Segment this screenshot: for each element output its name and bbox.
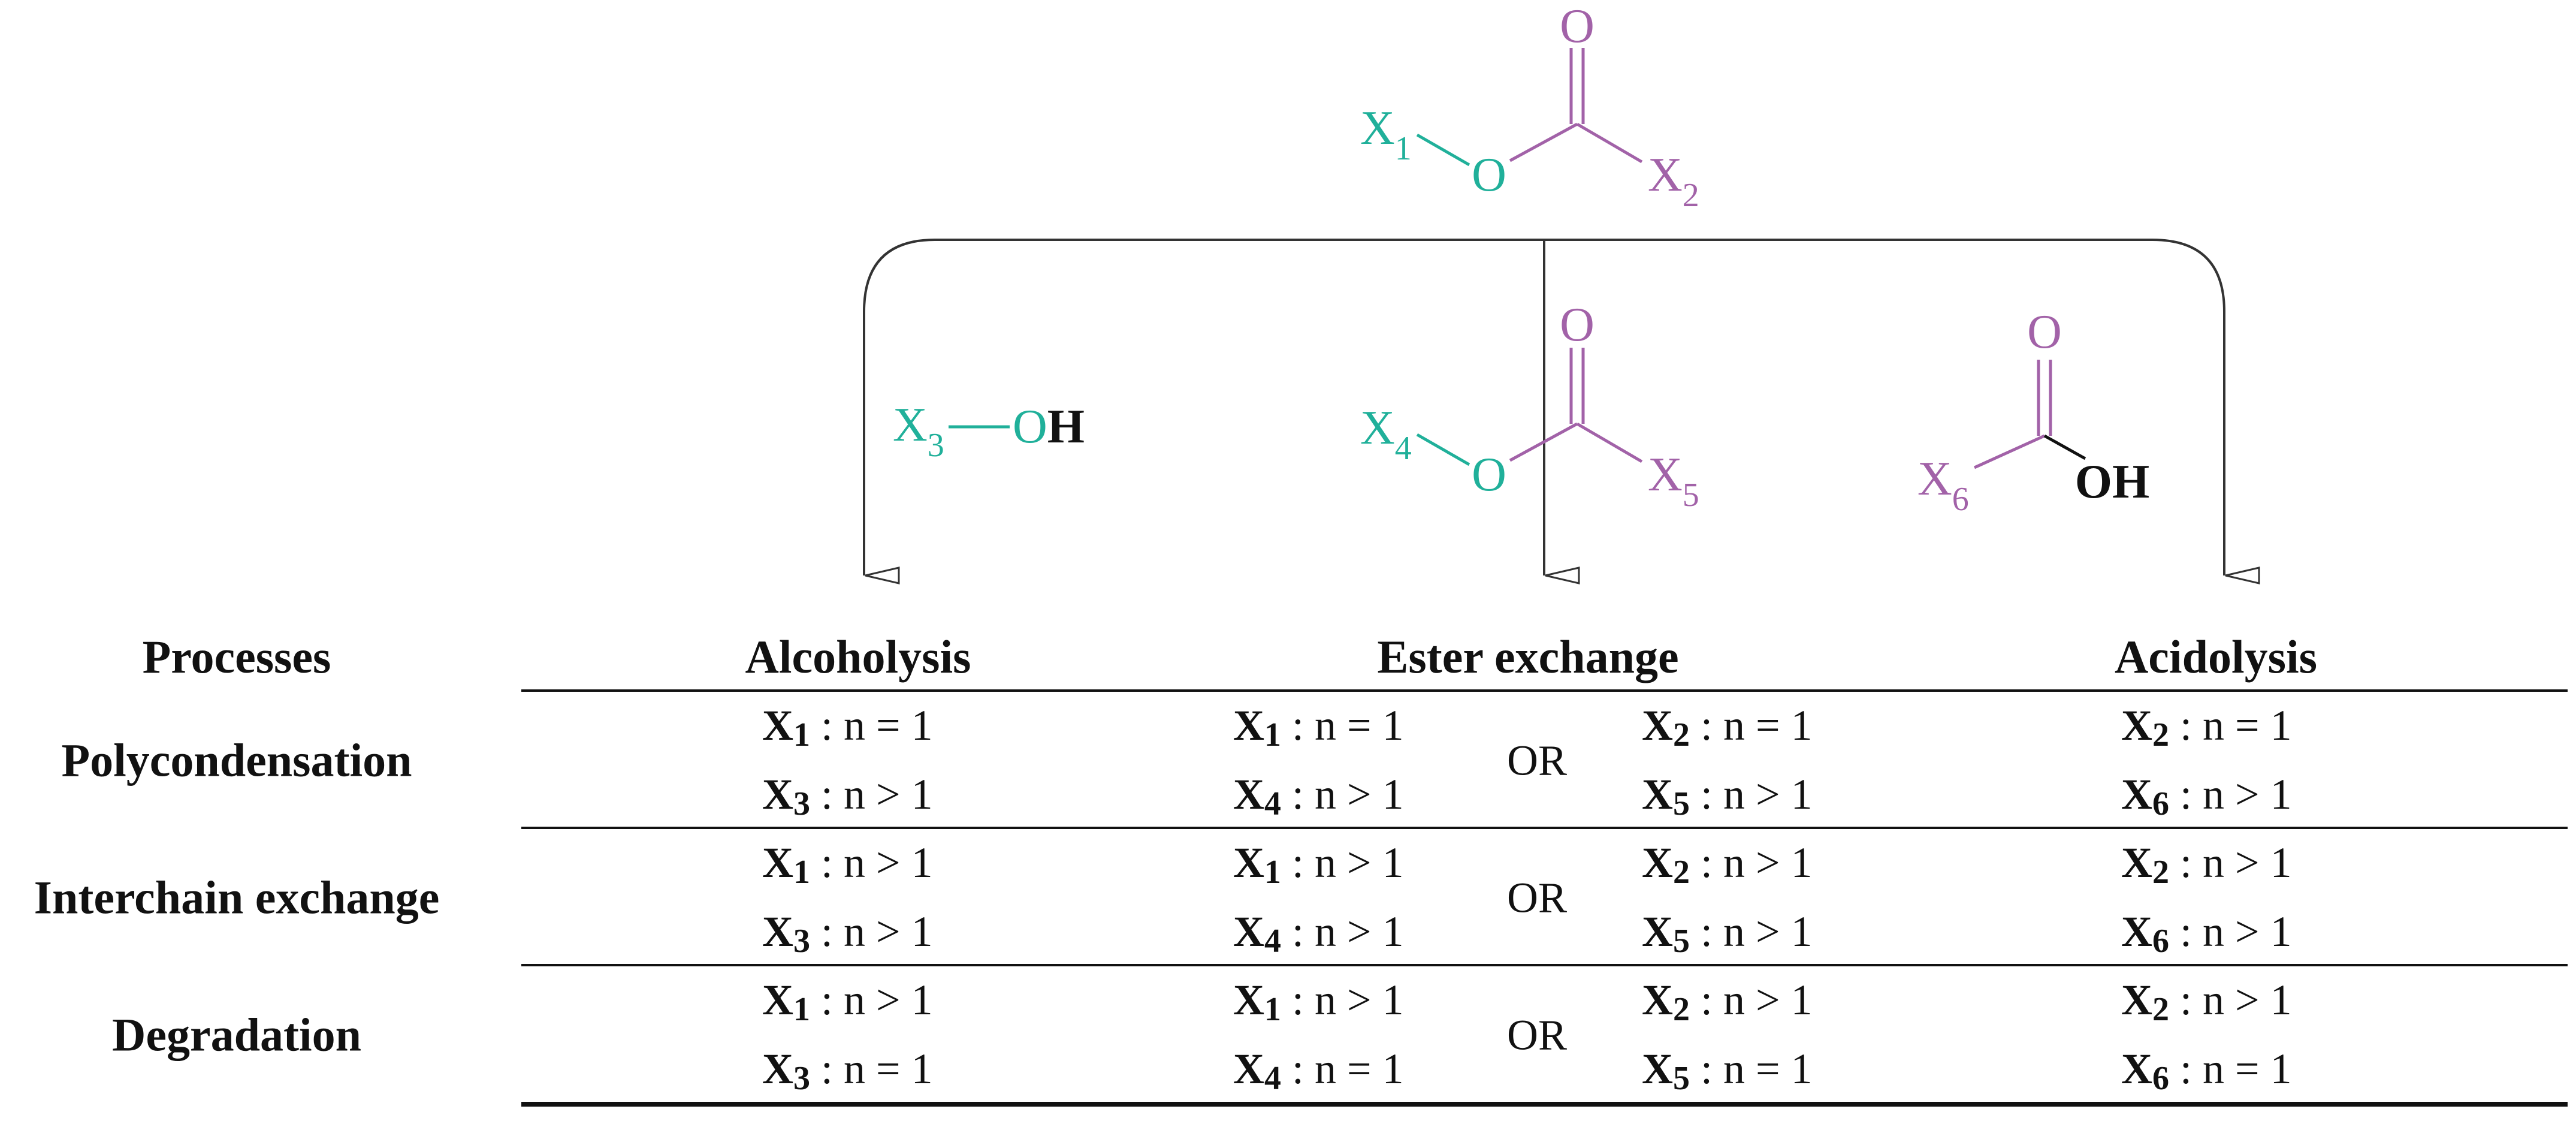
or-label: OR <box>1507 1011 1567 1059</box>
arrow-to-alcoholysis <box>863 239 1544 584</box>
header-ester-exchange: Ester exchange <box>1377 631 1678 683</box>
row-label-polycondensation: Polycondensation <box>61 734 412 786</box>
label-x5: X5 <box>1648 448 1699 514</box>
condition-cell: X5 : n > 1 <box>1642 908 1813 960</box>
bond-o-c <box>1509 122 1578 162</box>
label-x4: X4 <box>1360 402 1412 467</box>
condition-cell: X5 : n > 1 <box>1642 770 1813 822</box>
condition-cell: X5 : n = 1 <box>1642 1045 1813 1097</box>
condition-cell: X2 : n = 1 <box>2121 701 2292 754</box>
bond-x4-o <box>1416 433 1470 466</box>
label-x2: X2 <box>1648 149 1699 214</box>
condition-cell: X6 : n > 1 <box>2121 908 2292 960</box>
bond-x1-o <box>1416 133 1470 167</box>
or-label: OR <box>1507 874 1567 922</box>
bond-c-x2 <box>1576 122 1643 164</box>
table-row: Interchain exchange OR X1 : n > 1 X3 : n > … <box>34 839 2292 960</box>
condition-cell: X2 : n > 1 <box>2121 976 2292 1028</box>
condition-cell: X2 : n = 1 <box>1642 701 1813 754</box>
label-x6: X6 <box>1917 453 1969 518</box>
condition-cell: X4 : n > 1 <box>1233 908 1404 960</box>
reagent-acid-structure: O X6 OH <box>1917 306 2149 518</box>
reagent-alcohol-structure: X3 OH <box>893 399 1085 464</box>
condition-cell: X3 : n > 1 <box>762 770 933 822</box>
condition-cell: X6 : n = 1 <box>2121 1045 2292 1097</box>
atom-ester-o-2: O <box>1472 448 1506 501</box>
bond-x6-c <box>1973 434 2046 469</box>
label-x1: X1 <box>1360 102 1412 167</box>
atom-carbonyl-o-2: O <box>1560 299 1594 351</box>
atom-carbonyl-o-3: O <box>2027 306 2062 358</box>
condition-cell: X3 : n = 1 <box>762 1045 933 1097</box>
alcohol-oh: OH <box>1013 400 1085 453</box>
acid-oh: OH <box>2075 456 2149 508</box>
header-alcoholysis: Alcoholysis <box>745 631 971 683</box>
condition-cell: X3 : n > 1 <box>762 908 933 960</box>
condition-cell: X4 : n = 1 <box>1233 1045 1404 1097</box>
condition-cell: X2 : n > 1 <box>1642 839 1813 891</box>
condition-cell: X1 : n > 1 <box>762 976 933 1028</box>
bond-c-x5 <box>1576 422 1643 463</box>
row-label-degradation: Degradation <box>112 1009 361 1061</box>
table-header: Processes Alcoholysis Ester exchange Aci… <box>143 631 2317 683</box>
atom-carbonyl-o: O <box>1560 0 1594 53</box>
condition-cell: X1 : n = 1 <box>762 701 933 754</box>
bond-o-c-2 <box>1509 422 1578 462</box>
condition-cell: X2 : n > 1 <box>2121 839 2292 891</box>
table-rules <box>521 689 2568 1107</box>
label-x3: X3 <box>893 399 944 464</box>
bond-c-oh <box>2043 434 2086 460</box>
or-label: OR <box>1507 737 1567 785</box>
table-row: Degradation OR X1 : n > 1 X3 : n = 1 X1 : n … <box>112 976 2292 1097</box>
condition-cell: X6 : n > 1 <box>2121 770 2292 822</box>
header-acidolysis: Acidolysis <box>2115 631 2317 683</box>
reactant-ester-structure: O O X1 X2 <box>1360 0 1699 214</box>
condition-cell: X1 : n > 1 <box>762 839 933 891</box>
condition-cell: X1 : n = 1 <box>1233 701 1404 754</box>
condition-cell: X2 : n > 1 <box>1642 976 1813 1028</box>
header-processes: Processes <box>143 631 331 683</box>
arrow-to-acidolysis <box>1544 239 2260 584</box>
row-label-interchain-exchange: Interchain exchange <box>34 872 440 924</box>
condition-cell: X1 : n > 1 <box>1233 976 1404 1028</box>
atom-ester-o: O <box>1472 149 1506 201</box>
branch-arrows <box>863 239 2260 584</box>
table-row: Polycondensation OR X1 : n = 1 X3 : n > 1 X1… <box>61 701 2291 822</box>
reagent-ester-structure: O O X4 X5 <box>1360 299 1699 514</box>
condition-cell: X4 : n > 1 <box>1233 770 1404 822</box>
condition-cell: X1 : n > 1 <box>1233 839 1404 891</box>
